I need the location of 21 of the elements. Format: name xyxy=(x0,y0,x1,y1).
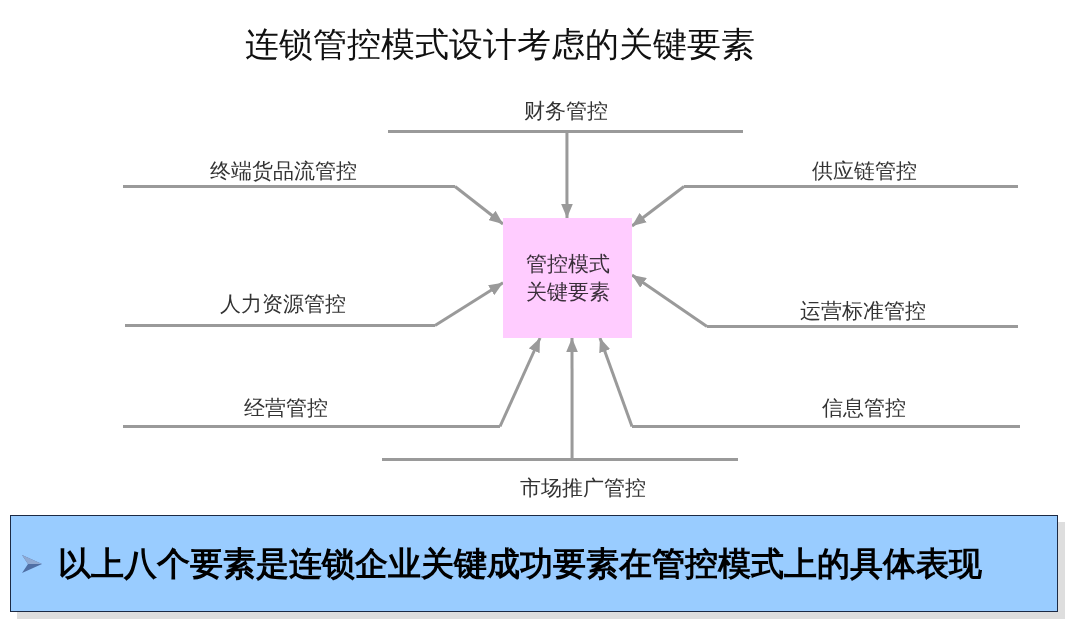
factor-label: 人力资源管控 xyxy=(220,292,346,318)
factor-label: 财务管控 xyxy=(524,99,608,125)
factor-label: 运营标准管控 xyxy=(800,299,926,325)
arrow xyxy=(631,273,708,328)
center-label: 管控模式关键要素 xyxy=(525,251,610,306)
factor-label: 经营管控 xyxy=(244,396,328,422)
arrow xyxy=(631,185,685,228)
factor-label: 供应链管控 xyxy=(811,159,917,185)
diagram-title: 连锁管控模式设计考虑的关键要素 xyxy=(245,23,755,66)
summary-text: 以上八个要素是连锁企业关键成功要素在管控模式上的具体表现 xyxy=(58,543,982,584)
arrow xyxy=(566,338,578,460)
arrow xyxy=(454,185,504,226)
center-box xyxy=(503,218,632,338)
arrow xyxy=(598,337,634,427)
arrow xyxy=(434,281,504,327)
label-underline xyxy=(388,97,743,133)
factor-label: 终端货品流管控 xyxy=(209,159,357,185)
factor-label: 市场推广管控 xyxy=(520,476,646,502)
factor-label: 信息管控 xyxy=(822,396,906,422)
arrow xyxy=(498,337,542,428)
arrow xyxy=(561,131,573,218)
